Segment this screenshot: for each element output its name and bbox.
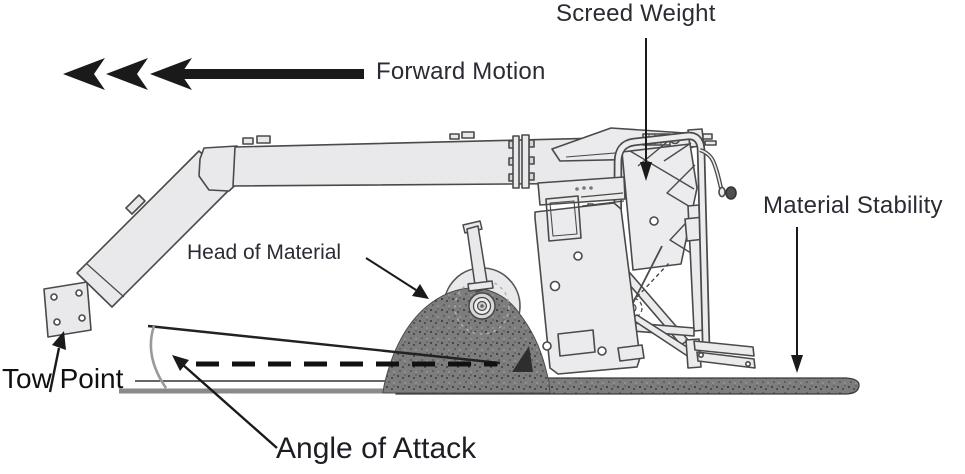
- head-of-material-mound: [383, 280, 550, 393]
- angle-of-attack-leader: [172, 355, 277, 448]
- tow-point-plate: [44, 282, 91, 337]
- material-stability-arrow: [791, 227, 803, 373]
- angle-arc: [151, 326, 166, 388]
- material-stability-label: Material Stability: [763, 192, 943, 220]
- angle-of-attack-label: Angle of Attack: [276, 432, 476, 466]
- beam-flange: [509, 135, 534, 188]
- tow-point-label: Tow Point: [2, 363, 123, 395]
- head-of-material-arrow: [366, 258, 429, 299]
- rear-bracket: [686, 339, 755, 368]
- head-of-material-label: Head of Material: [187, 241, 341, 265]
- screed-weight-label: Screed Weight: [556, 0, 716, 28]
- auger-hub: [469, 293, 495, 319]
- forward-motion-label: Forward Motion: [376, 58, 546, 86]
- forward-motion-arrow: [63, 58, 364, 90]
